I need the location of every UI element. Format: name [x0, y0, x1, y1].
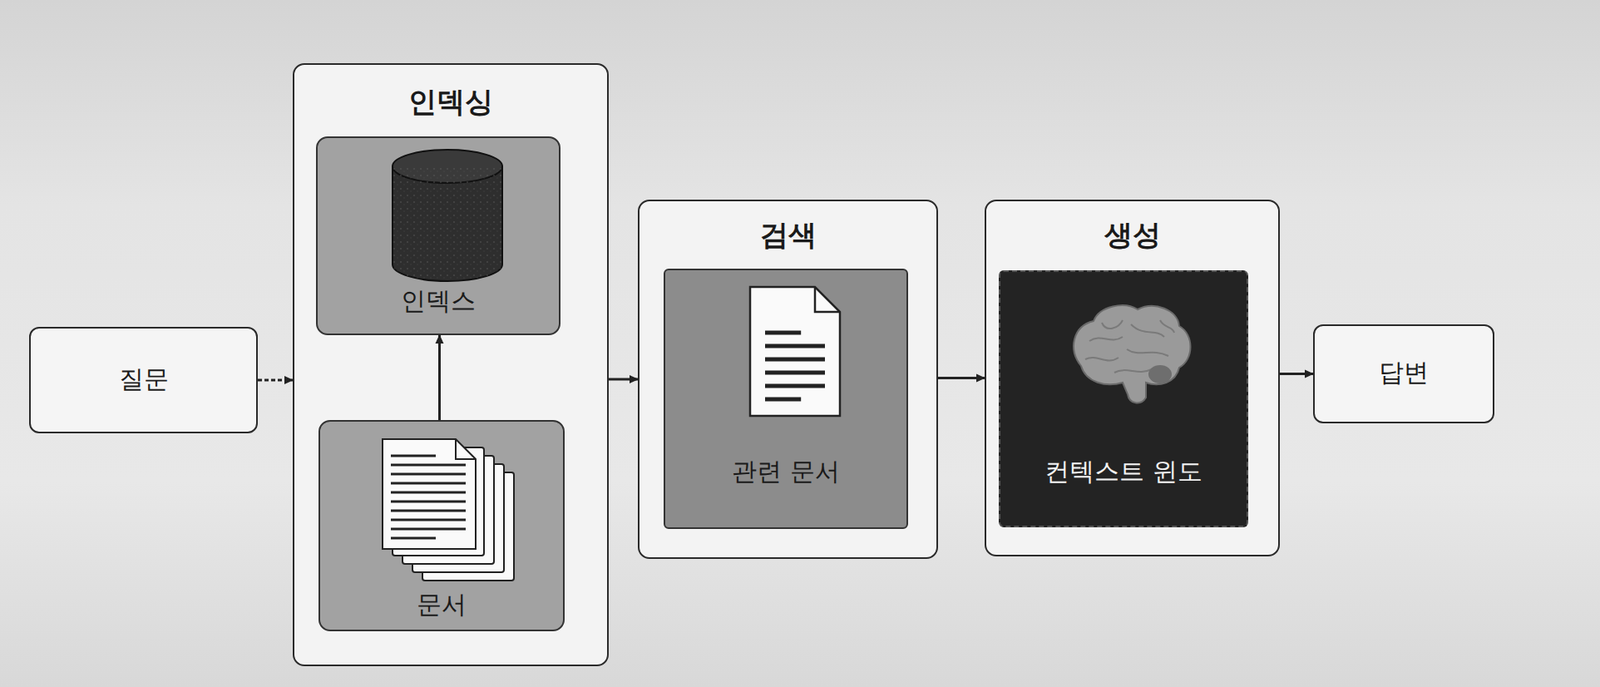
process-box: 질문 [29, 326, 258, 434]
flow-arrow [608, 378, 638, 381]
stage-title: 인덱싱 [294, 83, 608, 122]
box-label: 답변 [1314, 355, 1493, 391]
flow-arrow [938, 376, 985, 380]
database-icon [392, 149, 503, 282]
flow-arrow [1279, 372, 1314, 376]
box-label: 인덱스 [317, 284, 559, 319]
box-label: 컨텍스트 윈도 [1000, 454, 1247, 489]
process-box: 답변 [1313, 324, 1495, 424]
documents-icon [382, 439, 514, 581]
brain-icon [1073, 305, 1191, 403]
flow-arrow [257, 379, 293, 382]
flow-arrow [438, 335, 441, 420]
box-label: 질문 [30, 362, 257, 397]
stage-title: 검색 [639, 216, 937, 255]
stage-title: 생성 [986, 216, 1279, 255]
box-label: 문서 [320, 587, 563, 623]
document-icon [750, 286, 840, 416]
box-label: 관련 문서 [665, 454, 907, 489]
